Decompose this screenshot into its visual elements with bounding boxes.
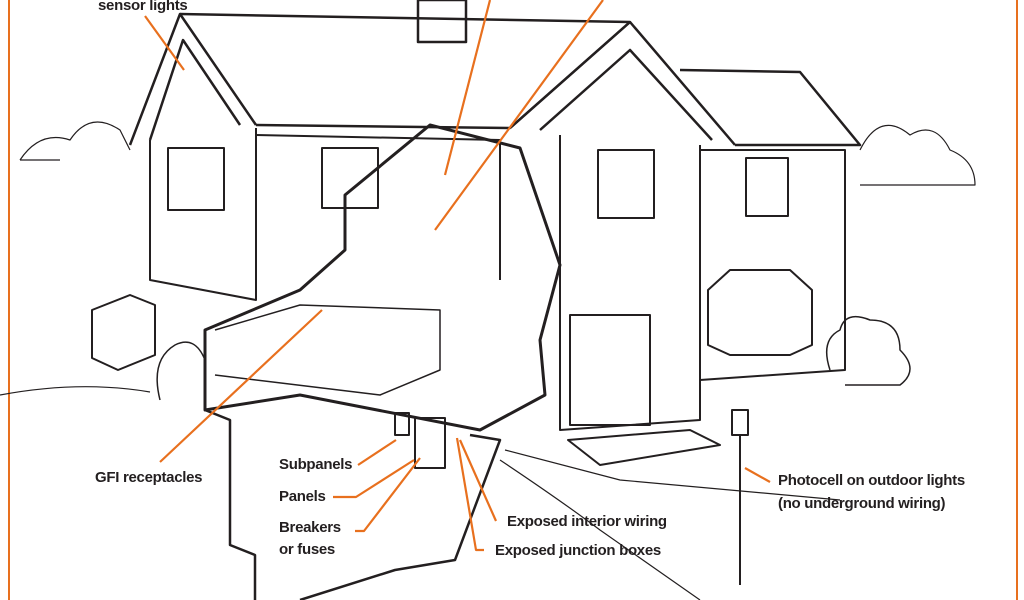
- window: [745, 157, 789, 217]
- label-sensor-lights: sensor lights: [98, 0, 188, 14]
- bay-window: [707, 269, 813, 356]
- right-frame-border: [1016, 0, 1018, 600]
- kitchen-counters: [214, 304, 441, 396]
- leader-gfi: [159, 309, 323, 463]
- cutaway-edge: [203, 123, 562, 432]
- leader-top-1: [443, 0, 492, 176]
- chimney: [416, 0, 468, 44]
- lamp-post: [731, 409, 749, 585]
- window: [321, 147, 379, 209]
- label-exposed-junction-boxes: Exposed junction boxes: [495, 542, 661, 559]
- front-door: [569, 314, 651, 426]
- leader-lines: [144, 0, 771, 552]
- ac-unit: [91, 294, 156, 371]
- label-exposed-interior-wiring: Exposed interior wiring: [507, 513, 667, 530]
- right-gable-roof: [509, 21, 736, 146]
- leader-top-2: [434, 0, 604, 231]
- cloud-right: [859, 124, 976, 186]
- label-no-underground-wiring: (no underground wiring): [778, 495, 946, 512]
- window: [597, 149, 655, 219]
- bush-right: [825, 315, 911, 386]
- leader-interior-wiring: [458, 439, 498, 522]
- leader-panels: [333, 459, 415, 499]
- wing-wall: [699, 149, 846, 381]
- leader-breakers: [355, 457, 421, 533]
- electrical-panel: [414, 417, 446, 469]
- label-or-fuses: or fuses: [279, 541, 335, 558]
- ground: [0, 386, 841, 600]
- steps: [567, 429, 721, 466]
- leader-photocell: [744, 467, 771, 483]
- label-photocell: Photocell on outdoor lights: [778, 472, 965, 489]
- left-wall: [149, 128, 257, 301]
- subpanel: [394, 412, 410, 436]
- label-breakers: Breakers: [279, 519, 341, 536]
- label-panels: Panels: [279, 488, 326, 505]
- cloud-left: [19, 121, 131, 161]
- right-wall: [559, 135, 701, 431]
- label-subpanels: Subpanels: [279, 456, 353, 473]
- leader-sensor-lights: [144, 15, 185, 71]
- right-wing-roof: [679, 68, 862, 147]
- left-gable-roof: [128, 12, 258, 146]
- leader-junction-boxes: [455, 437, 484, 552]
- leader-subpanels: [357, 439, 397, 466]
- bush-left: [156, 341, 206, 401]
- label-gfi-receptacles: GFI receptacles: [95, 469, 203, 486]
- left-frame-border: [8, 0, 10, 600]
- basement-wall: [204, 408, 502, 600]
- window: [167, 147, 225, 211]
